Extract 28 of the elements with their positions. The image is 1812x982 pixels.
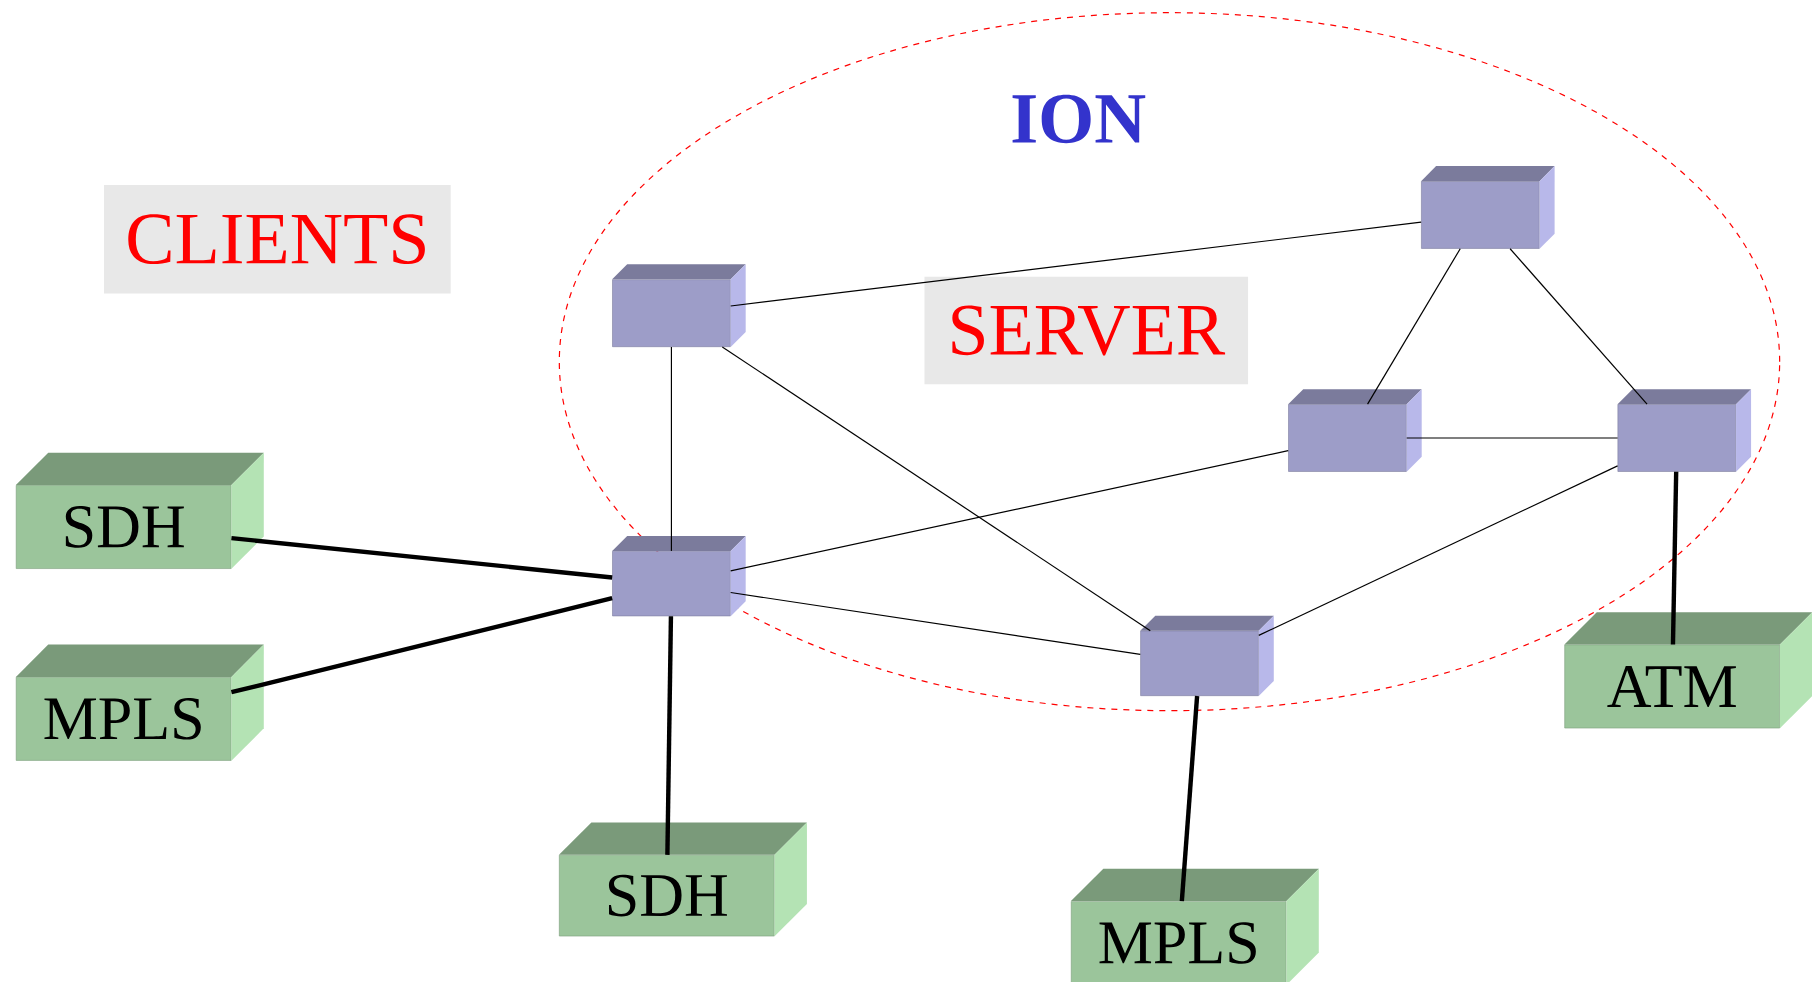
connection-line	[730, 221, 1422, 307]
connection-line	[721, 346, 1151, 632]
router-box	[1617, 389, 1752, 472]
connection-line	[1670, 471, 1679, 645]
client-box: SDH	[559, 822, 807, 937]
router-box	[612, 535, 746, 617]
client-box: ATM	[1564, 612, 1812, 729]
label-box: SERVER	[924, 276, 1249, 385]
connection-line	[665, 616, 674, 855]
router-box	[1421, 166, 1555, 249]
router-box	[1140, 615, 1274, 696]
label-box: CLIENTS	[104, 184, 451, 294]
connection-line	[231, 535, 613, 580]
connection-line	[670, 346, 673, 552]
connection-line	[730, 450, 1289, 572]
connection-line	[1366, 248, 1461, 405]
connection-line	[230, 596, 613, 695]
connection-line	[1509, 248, 1648, 405]
client-box: MPLS	[1070, 868, 1319, 982]
client-box: SDH	[15, 452, 264, 569]
router-box	[1288, 389, 1422, 472]
connection-line	[1406, 437, 1619, 439]
client-box: MPLS	[15, 644, 264, 761]
connection-line	[1179, 695, 1200, 902]
router-box	[612, 264, 746, 347]
connection-line	[730, 591, 1141, 655]
title: ION	[1012, 94, 1146, 144]
connection-line	[1258, 465, 1619, 636]
